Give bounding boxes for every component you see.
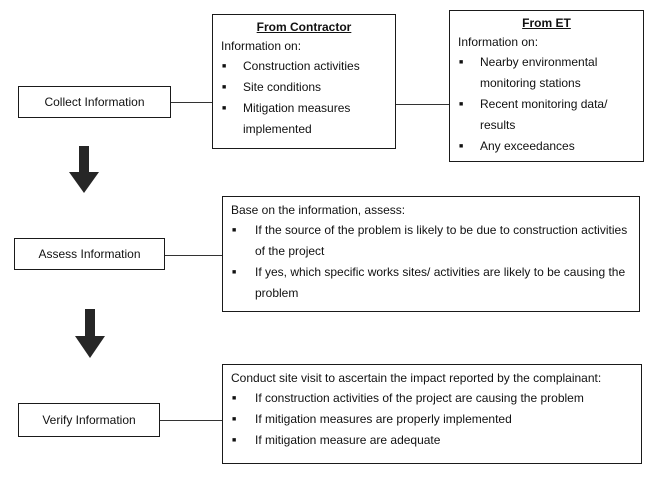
assess-connector <box>165 255 222 256</box>
assess-list: If the source of the problem is likely t… <box>231 220 631 304</box>
list-item: Construction activities <box>221 56 387 77</box>
contractor-info-box: From Contractor Information on: Construc… <box>212 14 396 149</box>
contractor-list: Construction activities Site conditions … <box>221 56 387 140</box>
assess-information-label: Assess Information <box>38 247 141 261</box>
collect-information-label: Collect Information <box>44 95 145 109</box>
verify-intro: Conduct site visit to ascertain the impa… <box>231 371 602 385</box>
contractor-to-et-connector <box>396 104 449 105</box>
et-list: Nearby environmental monitoring stations… <box>458 52 635 157</box>
list-item: If mitigation measures are properly impl… <box>231 409 633 430</box>
list-item: Any exceedances <box>458 136 635 157</box>
collect-to-contractor-connector <box>170 102 213 103</box>
list-item: Nearby environmental monitoring stations <box>458 52 635 94</box>
et-title: From ET <box>522 16 571 30</box>
contractor-title: From Contractor <box>256 20 352 34</box>
et-info-box: From ET Information on: Nearby environme… <box>449 10 644 162</box>
list-item: Mitigation measures implemented <box>221 98 387 140</box>
et-intro: Information on: <box>458 35 539 49</box>
assess-information-step: Assess Information <box>14 238 165 270</box>
assess-detail-box: Base on the information, assess: If the … <box>222 196 640 312</box>
list-item: If yes, which specific works sites/ acti… <box>231 262 631 304</box>
list-item: Site conditions <box>221 77 387 98</box>
down-arrow-1 <box>69 146 99 193</box>
list-item: If the source of the problem is likely t… <box>231 220 631 262</box>
contractor-intro: Information on: <box>221 39 302 53</box>
list-item: Recent monitoring data/ results <box>458 94 635 136</box>
verify-detail-box: Conduct site visit to ascertain the impa… <box>222 364 642 464</box>
verify-information-step: Verify Information <box>18 403 160 437</box>
verify-information-label: Verify Information <box>42 413 136 427</box>
down-arrow-2 <box>75 309 105 358</box>
assess-intro: Base on the information, assess: <box>231 203 406 217</box>
list-item: If construction activities of the projec… <box>231 388 633 409</box>
verify-connector <box>160 420 222 421</box>
collect-information-step: Collect Information <box>18 86 171 118</box>
list-item: If mitigation measure are adequate <box>231 430 633 451</box>
verify-list: If construction activities of the projec… <box>231 388 633 451</box>
